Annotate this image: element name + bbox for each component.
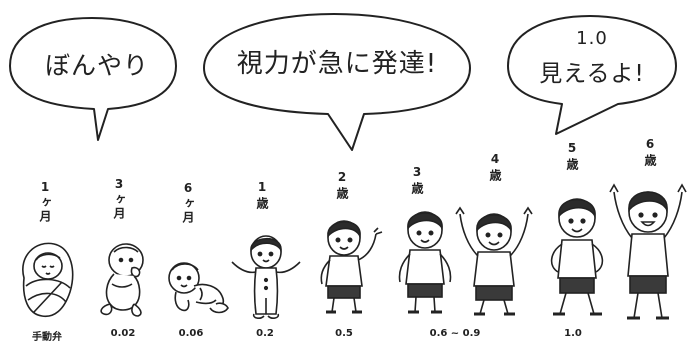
bubble-text-rapid-development: 視力が急に発達! [236, 49, 438, 79]
age-label-6-months: 6ヶ月 [181, 181, 195, 225]
vision-value-5-to-6-years: 1.0 [564, 328, 582, 339]
figure-child-arms-up [454, 196, 534, 318]
bubble-text-blurry: ぼんやり [44, 51, 149, 80]
vision-value-1-month: 手動弁 [32, 332, 62, 343]
age-label-2-years: 2歳 [335, 170, 349, 202]
vision-value-6-months: 0.06 [178, 328, 204, 339]
age-label-1-year: 1歳 [255, 180, 269, 212]
age-label-6-years: 6歳 [643, 137, 657, 169]
figure-child-hands-on-hips [542, 190, 612, 320]
age-label-3-years: 3歳 [410, 165, 424, 197]
age-label-1-month: 1ヶ月 [38, 180, 52, 224]
bubble-text-can-see: 見えるよ! [539, 61, 645, 87]
vision-value-3-months: 0.02 [110, 328, 136, 339]
age-label-5-years: 5歳 [565, 141, 579, 173]
figure-child-standing [390, 206, 460, 318]
age-label-4-years: 4歳 [488, 152, 502, 184]
speech-bubble-right [507, 15, 677, 135]
figure-baby-lying [92, 238, 154, 318]
figure-child-cheering [608, 172, 688, 324]
bubble-text-vision-value: 1.0 [576, 28, 608, 49]
speech-bubble-left [9, 17, 177, 141]
figure-child-waving [310, 214, 388, 318]
vision-value-3-to-4-years: 0.6 ~ 0.9 [429, 328, 481, 339]
figure-swaddled-newborn [14, 238, 78, 320]
figure-baby-crawling [160, 258, 232, 316]
vision-value-2-years: 0.5 [335, 328, 353, 339]
speech-bubble-middle [203, 13, 471, 151]
vision-value-1-year: 0.2 [256, 328, 274, 339]
age-label-3-months: 3ヶ月 [112, 177, 126, 221]
figure-toddler-standing [228, 228, 304, 320]
